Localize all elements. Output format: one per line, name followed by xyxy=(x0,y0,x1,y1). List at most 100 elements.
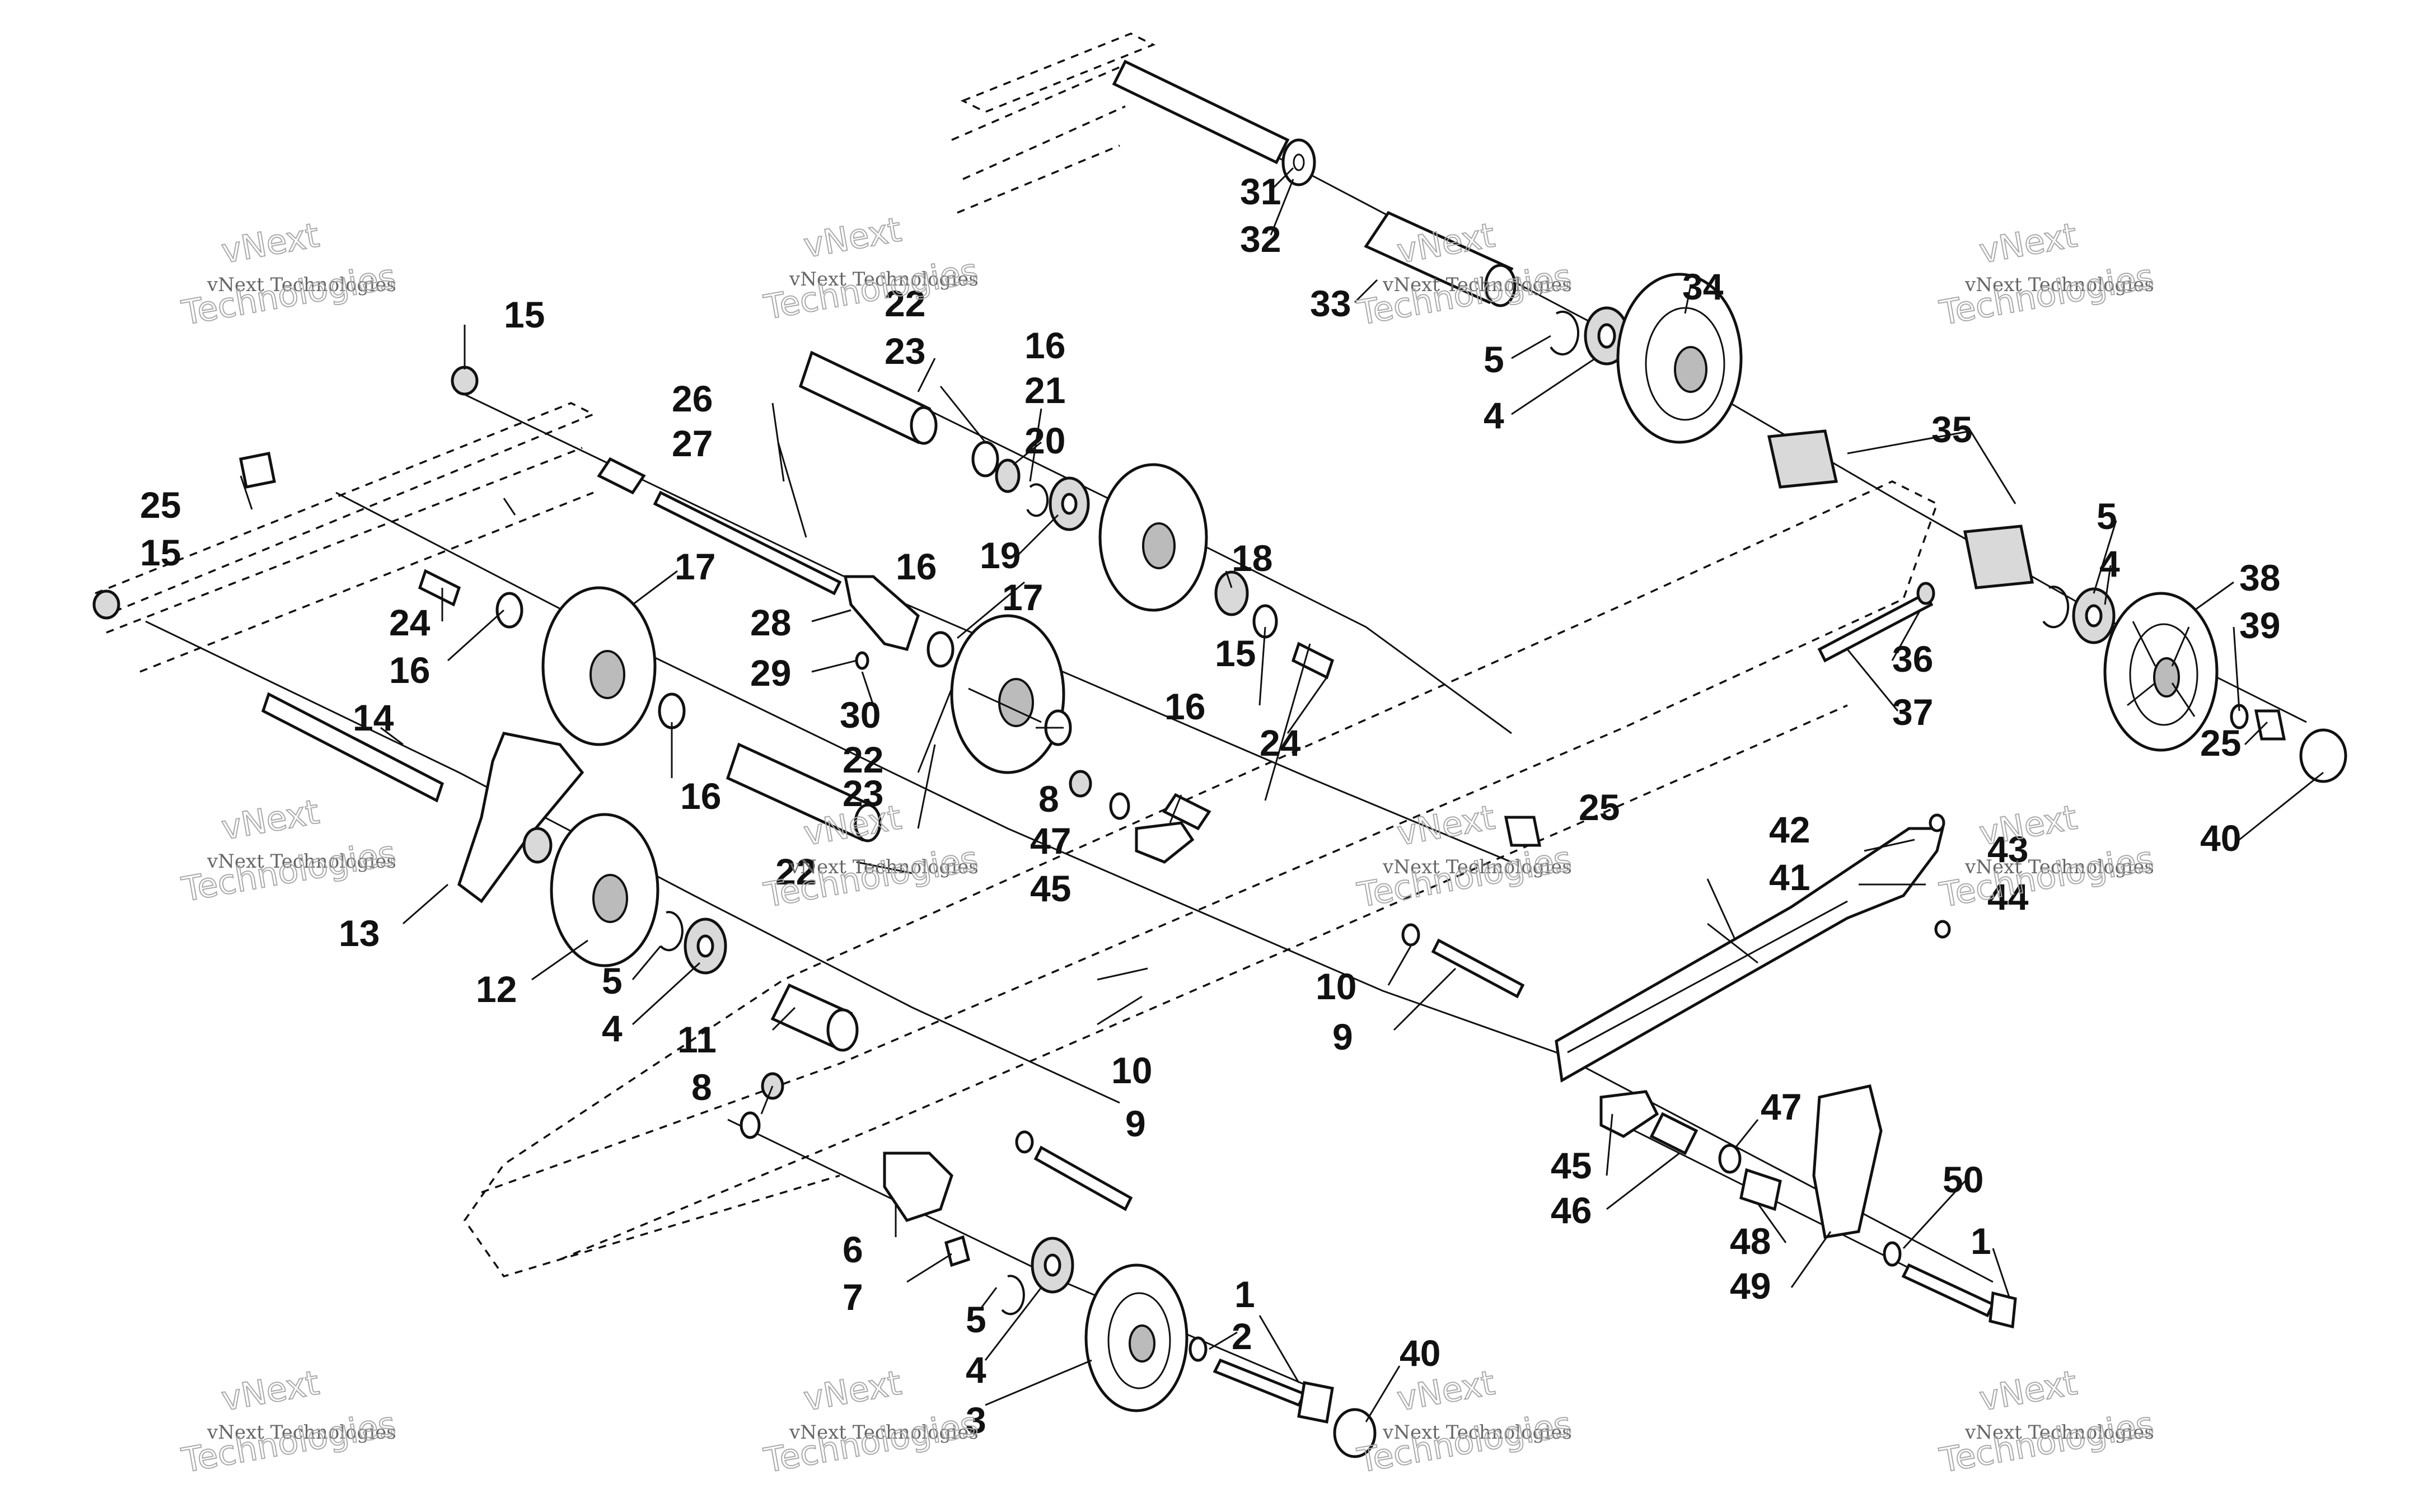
spacer-24-mid xyxy=(1291,642,1335,680)
svg-text:vNext: vNext xyxy=(218,792,322,848)
watermark-6: vNext vNext Technologies Technologies xyxy=(760,797,981,916)
svg-text:vNext Technologies: vNext Technologies xyxy=(207,850,396,873)
watermark-8: vNext vNext Technologies Technologies xyxy=(1936,797,2157,916)
callout-4-lower: 4 xyxy=(966,1349,986,1391)
svg-text:vNext: vNext xyxy=(1976,216,2080,271)
nuts-8-lower xyxy=(740,1072,784,1139)
washer-21 xyxy=(995,458,1021,493)
svg-text:Technologies: Technologies xyxy=(179,257,399,333)
svg-text:Technologies: Technologies xyxy=(761,251,981,327)
snap-ring-right xyxy=(2042,586,2070,629)
rail-left-frame xyxy=(95,402,596,673)
callout-40-right: 40 xyxy=(2200,817,2241,859)
svg-text:vNext Technologies: vNext Technologies xyxy=(207,274,396,296)
washer-16-upper xyxy=(971,441,999,478)
callout-36: 36 xyxy=(1892,638,1933,680)
bolt-9-upper xyxy=(1401,923,1525,999)
spacer-48 xyxy=(1739,1168,1782,1211)
callout-15-top: 15 xyxy=(504,294,545,335)
svg-text:vNext: vNext xyxy=(218,216,322,271)
callout-16-bracket: 16 xyxy=(896,546,937,587)
callout-37: 37 xyxy=(1892,691,1933,733)
watermark-12: vNext vNext Technologies Technologies xyxy=(1936,1363,2157,1481)
watermark-7: vNext vNext Technologies Technologies xyxy=(1354,797,1575,916)
watermark-11: vNext vNext Technologies Technologies xyxy=(1354,1363,1575,1481)
callout-24-mid: 24 xyxy=(1260,722,1301,764)
callout-17-left: 17 xyxy=(675,546,715,587)
svg-text:vNext Technologies: vNext Technologies xyxy=(789,856,979,878)
svg-text:vNext Technologies: vNext Technologies xyxy=(789,1421,979,1444)
snap-ring-left xyxy=(659,911,684,952)
callout-29: 29 xyxy=(750,652,791,694)
washer-16-mid xyxy=(927,631,955,668)
callout-6: 6 xyxy=(843,1229,863,1270)
callout-5-left: 5 xyxy=(602,960,623,1001)
callout-27: 27 xyxy=(672,423,713,464)
wheel-12 xyxy=(550,813,659,967)
callout-39: 39 xyxy=(2239,605,2280,646)
callout-15-mid: 15 xyxy=(1215,633,1256,674)
spacer-46 xyxy=(1649,1112,1699,1155)
callout-7: 7 xyxy=(843,1276,863,1318)
cap-40-lower xyxy=(1333,1408,1377,1458)
callout-26: 26 xyxy=(672,378,713,419)
rail-upper-rear xyxy=(951,32,1156,214)
wheel-38 xyxy=(2103,592,2219,752)
callout-8-lower: 8 xyxy=(691,1066,712,1108)
callout-13: 13 xyxy=(339,912,380,954)
rail-right-frame xyxy=(463,480,1939,1278)
bearing-left xyxy=(684,918,727,975)
callout-17-mid: 17 xyxy=(1002,577,1043,618)
callout-5-upper: 5 xyxy=(1484,339,1504,380)
bearing-19 xyxy=(1049,476,1090,531)
callout-14: 14 xyxy=(353,697,394,738)
watermark-4: vNext vNext Technologies Technologies xyxy=(1936,215,2157,334)
callout-3: 3 xyxy=(966,1399,986,1441)
callout-8-mid: 8 xyxy=(1038,778,1059,820)
guard-45-lower xyxy=(1599,1090,1659,1138)
svg-text:vNext Technologies: vNext Technologies xyxy=(1964,856,2154,878)
svg-text:vNext Technologies: vNext Technologies xyxy=(789,268,979,291)
watermark-9: vNext vNext Technologies Technologies xyxy=(178,1363,399,1481)
spacer-24-lower xyxy=(1162,793,1211,831)
callout-47-lower: 47 xyxy=(1761,1086,1802,1127)
bolt-7 xyxy=(944,1235,970,1267)
callout-46: 46 xyxy=(1551,1190,1592,1231)
callout-48: 48 xyxy=(1730,1220,1771,1262)
watermark-5: vNext vNext Technologies Technologies xyxy=(178,792,399,910)
callout-22-lower-a: 22 xyxy=(843,739,883,780)
shaft-upper-rear xyxy=(1112,59,1290,165)
svg-text:vNext Technologies: vNext Technologies xyxy=(1382,856,1572,878)
callout-38: 38 xyxy=(2239,557,2280,598)
svg-text:vNext: vNext xyxy=(801,1363,904,1419)
svg-text:Technologies: Technologies xyxy=(1936,839,2156,915)
svg-text:vNext Technologies: vNext Technologies xyxy=(1964,274,2154,296)
callout-33: 33 xyxy=(1310,283,1351,324)
svg-text:vNext Technologies: vNext Technologies xyxy=(1382,1421,1572,1444)
callout-16-left2: 16 xyxy=(680,775,721,817)
svg-text:Technologies: Technologies xyxy=(179,834,399,910)
spacer-22-lower xyxy=(726,742,882,842)
bearing-lower xyxy=(1031,1237,1074,1294)
callout-24-left: 24 xyxy=(389,602,431,643)
svg-text:vNext: vNext xyxy=(218,1363,322,1419)
callout-10-upper: 10 xyxy=(1316,966,1356,1007)
idler-wheel-17-mid xyxy=(950,614,1065,774)
bolt-25-mid xyxy=(1504,816,1542,847)
callout-2: 2 xyxy=(1232,1316,1252,1357)
svg-text:Technologies: Technologies xyxy=(761,1405,981,1481)
bolt-25-left xyxy=(239,452,276,489)
svg-text:Technologies: Technologies xyxy=(179,1405,399,1481)
svg-text:vNext: vNext xyxy=(801,210,904,265)
screws-43-44 xyxy=(1929,813,1951,939)
callout-32: 32 xyxy=(1240,218,1281,260)
washer-2 xyxy=(1189,1336,1208,1362)
callout-15-left: 15 xyxy=(140,532,181,573)
callout-35: 35 xyxy=(1931,409,1972,450)
nut-15-top xyxy=(451,366,479,396)
washer-16-left xyxy=(495,592,523,629)
callout-leaders xyxy=(240,167,2324,1422)
shaft-14 xyxy=(261,692,445,803)
cap-40-right xyxy=(2299,728,2347,783)
callout-16-mid: 16 xyxy=(1164,686,1205,727)
